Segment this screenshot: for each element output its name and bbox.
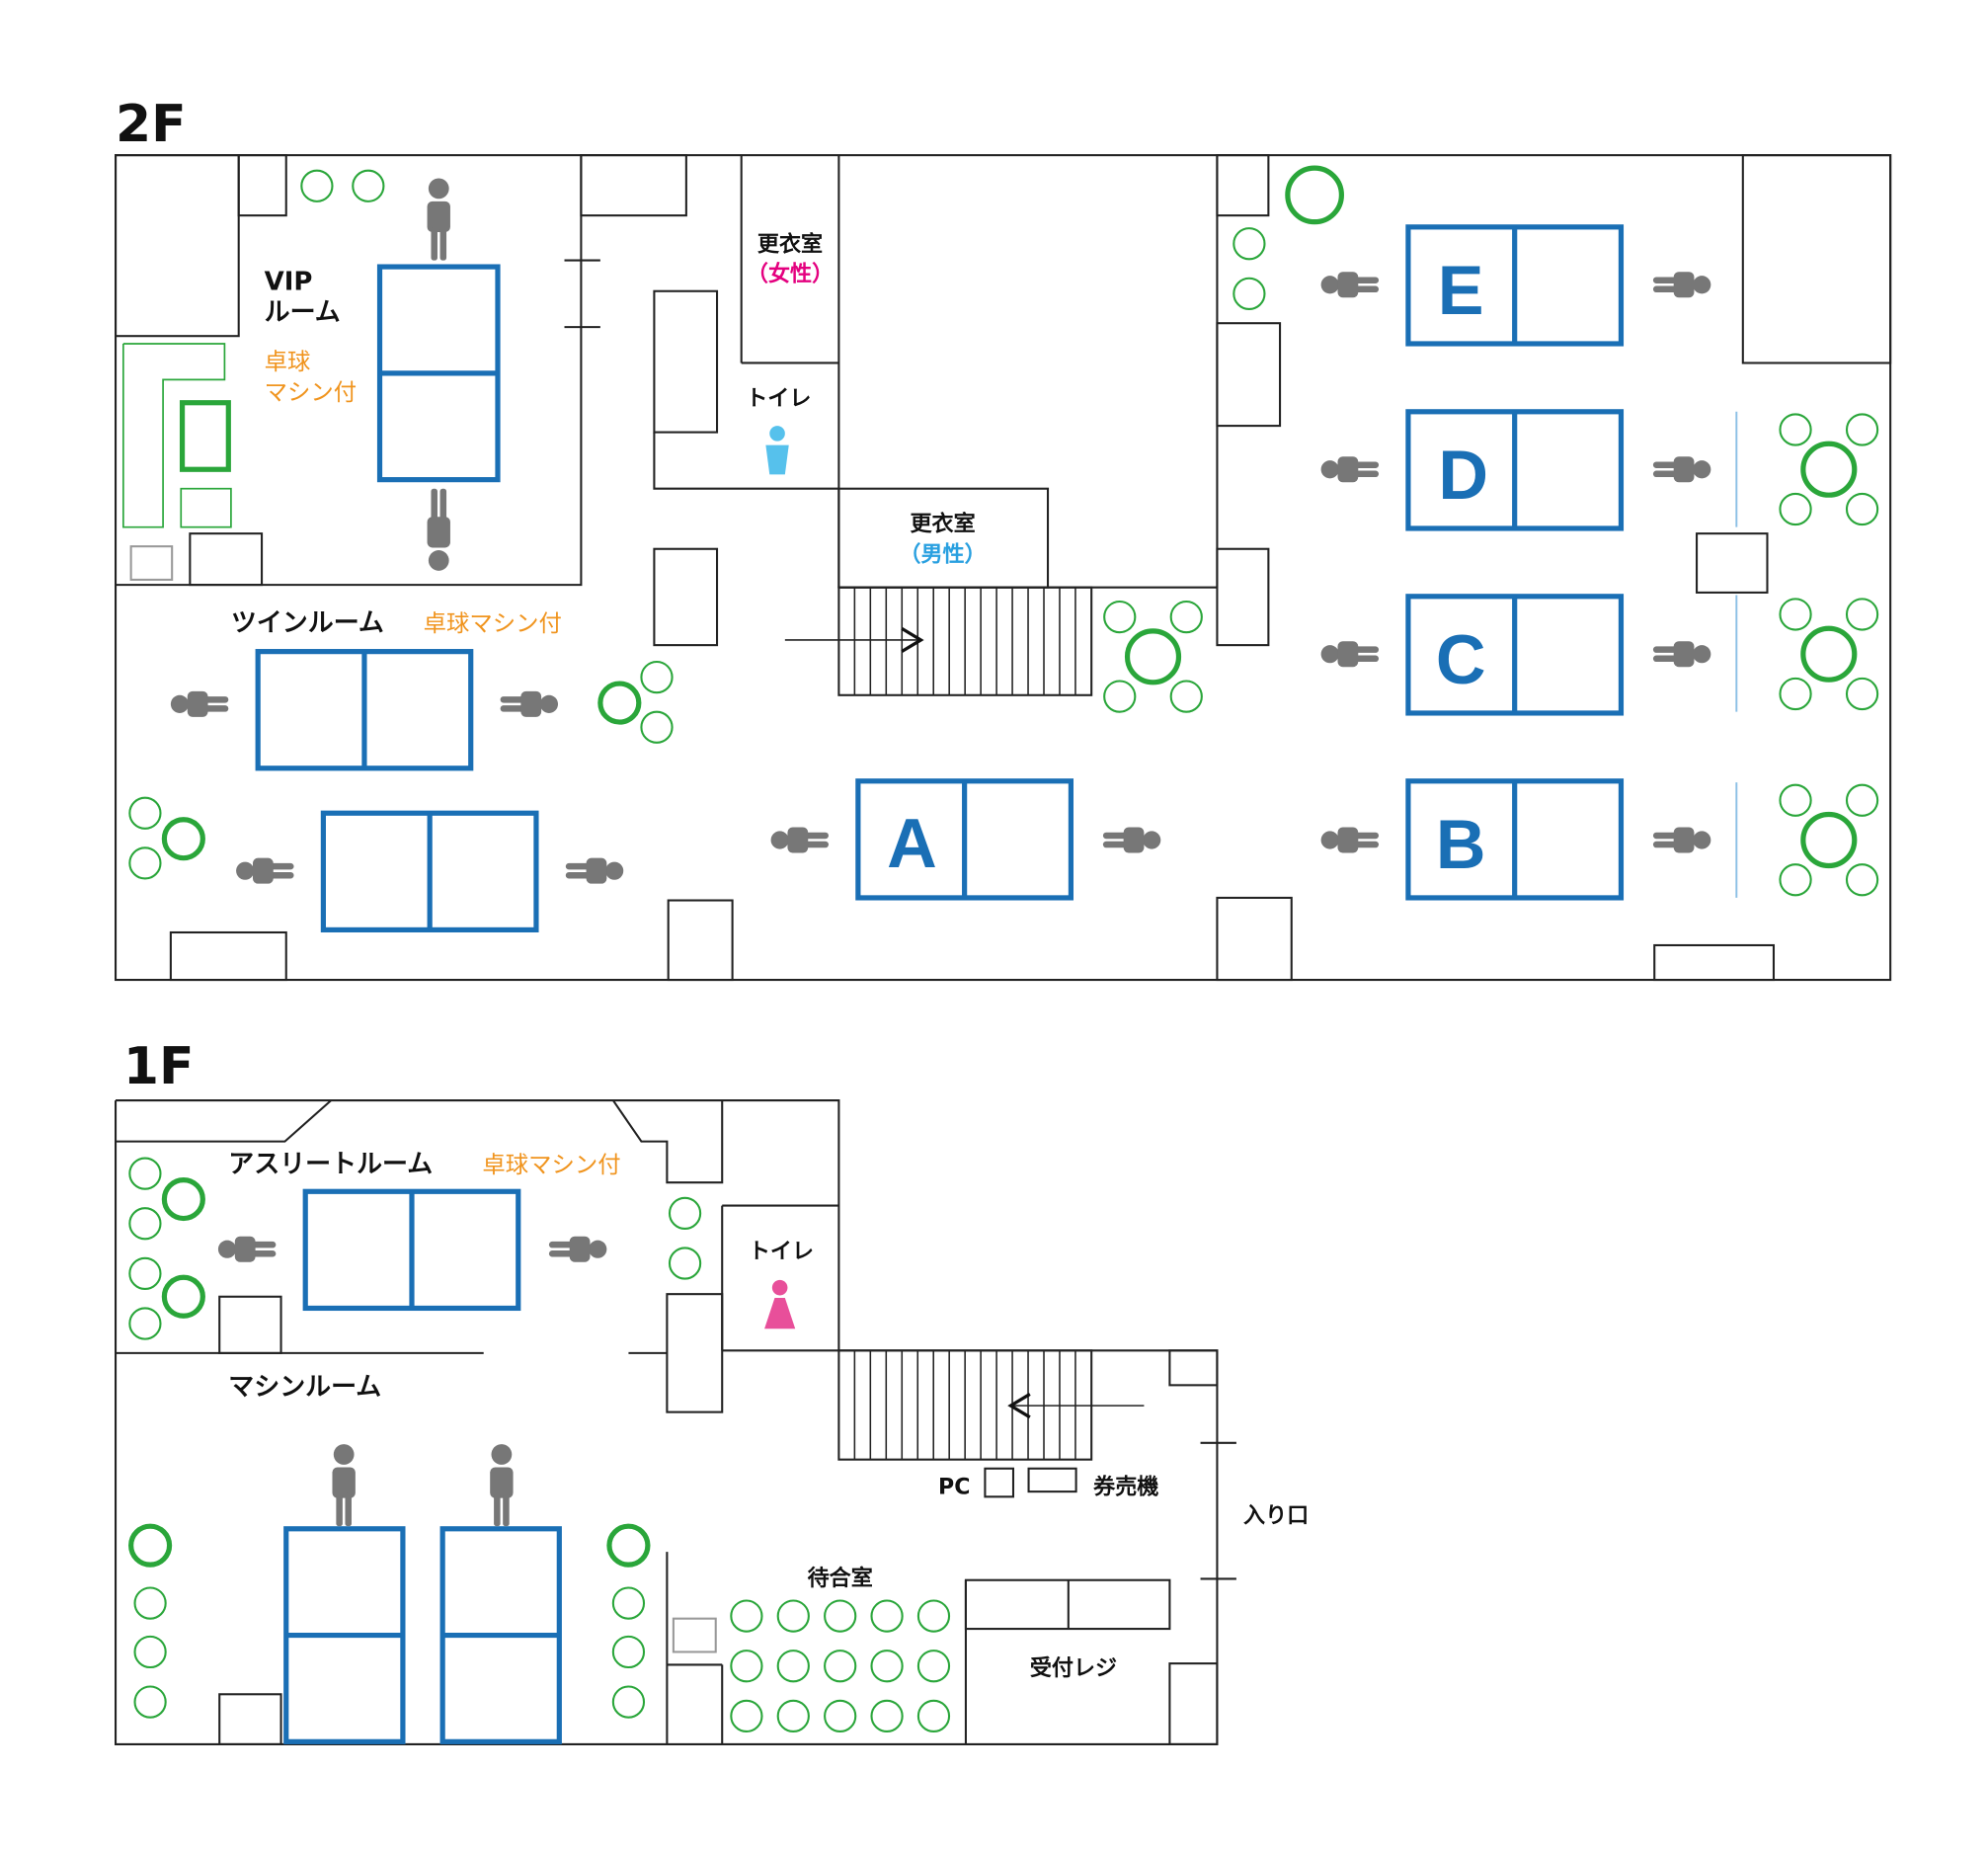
vip-room-label: VIP	[265, 267, 313, 296]
waiting-seat	[916, 1599, 951, 1633]
changing-room-women-sub: （女性）	[747, 261, 834, 286]
player-icon	[1320, 641, 1380, 668]
stairs-2f	[784, 586, 1093, 696]
male-toilet-icon	[765, 426, 789, 475]
player-icon	[548, 1236, 607, 1262]
waiting-seat	[776, 1599, 810, 1633]
waiting-seat	[916, 1699, 951, 1732]
table-b[interactable]: B	[1405, 778, 1625, 901]
machine-table-1[interactable]	[283, 1526, 406, 1744]
changing-room-men-sub: （男性）	[899, 543, 986, 568]
floor-label-2f: 2F	[116, 95, 187, 154]
seating-athlete	[128, 1157, 702, 1340]
stairs-1f	[837, 1349, 1145, 1461]
player-icon	[1320, 827, 1380, 853]
waiting-seat	[824, 1599, 857, 1633]
twin-table-1[interactable]	[255, 649, 474, 771]
waiting-seat	[870, 1650, 904, 1683]
waiting-seat	[776, 1699, 810, 1732]
player-icon	[770, 827, 829, 853]
player-icon	[1320, 272, 1380, 298]
table-e-label: E	[1438, 252, 1484, 329]
seating-2f-left	[128, 660, 674, 880]
waiting-seat	[730, 1699, 763, 1732]
toilet-2f-label: トイレ	[746, 386, 811, 411]
waiting-seat	[916, 1650, 951, 1683]
toilet-1f-label: トイレ	[749, 1240, 814, 1264]
table-d-label: D	[1438, 437, 1488, 514]
player-icon	[1652, 456, 1711, 483]
player-icon	[1320, 456, 1380, 483]
waiting-room-label: 待合室	[808, 1566, 873, 1591]
waiting-seat	[824, 1699, 857, 1732]
table-a-label: A	[887, 805, 937, 882]
waiting-seat	[730, 1650, 763, 1683]
player-icon	[1652, 641, 1711, 668]
player-icon	[217, 1236, 277, 1262]
twin-room-label: ツインルーム	[231, 608, 384, 638]
waiting-seat	[776, 1650, 810, 1683]
changing-room-men-label: 更衣室	[910, 512, 975, 537]
player-icon	[500, 690, 559, 717]
machine-table-2[interactable]	[439, 1526, 562, 1744]
seating-2f-right	[1103, 165, 1879, 897]
player-icon	[427, 488, 450, 571]
female-toilet-icon	[764, 1279, 796, 1329]
vip-table[interactable]	[376, 264, 501, 483]
waiting-seat	[824, 1650, 857, 1683]
vip-note-2: マシン付	[265, 378, 357, 406]
vip-seating	[121, 169, 385, 528]
seating-machine	[128, 1523, 651, 1719]
table-c[interactable]: C	[1405, 594, 1625, 716]
table-e[interactable]: E	[1405, 224, 1625, 347]
waiting-seating	[730, 1599, 951, 1732]
table-c-label: C	[1436, 621, 1486, 698]
floor-1f-walls	[115, 1099, 1236, 1745]
player-icon	[1652, 827, 1711, 853]
entrance-label[interactable]: 入り口	[1243, 1503, 1309, 1528]
athlete-room-note: 卓球マシン付	[482, 1151, 620, 1178]
machine-room-label: マシンルーム	[228, 1373, 381, 1403]
ticket-machine-label: 券売機	[1093, 1475, 1158, 1500]
twin-room-note: 卓球マシン付	[424, 609, 562, 637]
player-icon	[170, 690, 229, 717]
player-icon	[565, 857, 624, 884]
waiting-seat	[730, 1599, 763, 1633]
athlete-room-label: アスリートルーム	[228, 1150, 433, 1179]
twin-table-2[interactable]	[320, 810, 539, 932]
table-b-label: B	[1436, 806, 1486, 883]
reception-label: 受付レジ	[1030, 1655, 1117, 1681]
table-d[interactable]: D	[1405, 409, 1625, 531]
player-icon	[1652, 272, 1711, 298]
waiting-seat	[870, 1699, 904, 1732]
vip-room-label-2: ルーム	[265, 298, 341, 328]
vip-note: 卓球	[265, 348, 311, 375]
changing-room-women-label: 更衣室	[757, 232, 823, 258]
player-icon	[490, 1444, 514, 1527]
waiting-seat	[870, 1599, 904, 1633]
floor-label-1f: 1F	[123, 1037, 195, 1096]
player-icon	[332, 1444, 356, 1527]
player-icon	[427, 178, 450, 261]
athlete-table[interactable]	[302, 1188, 521, 1312]
player-icon	[236, 857, 294, 884]
pc-label: PC	[938, 1476, 970, 1500]
table-a[interactable]: A	[855, 778, 1074, 901]
player-icon	[1102, 827, 1161, 853]
